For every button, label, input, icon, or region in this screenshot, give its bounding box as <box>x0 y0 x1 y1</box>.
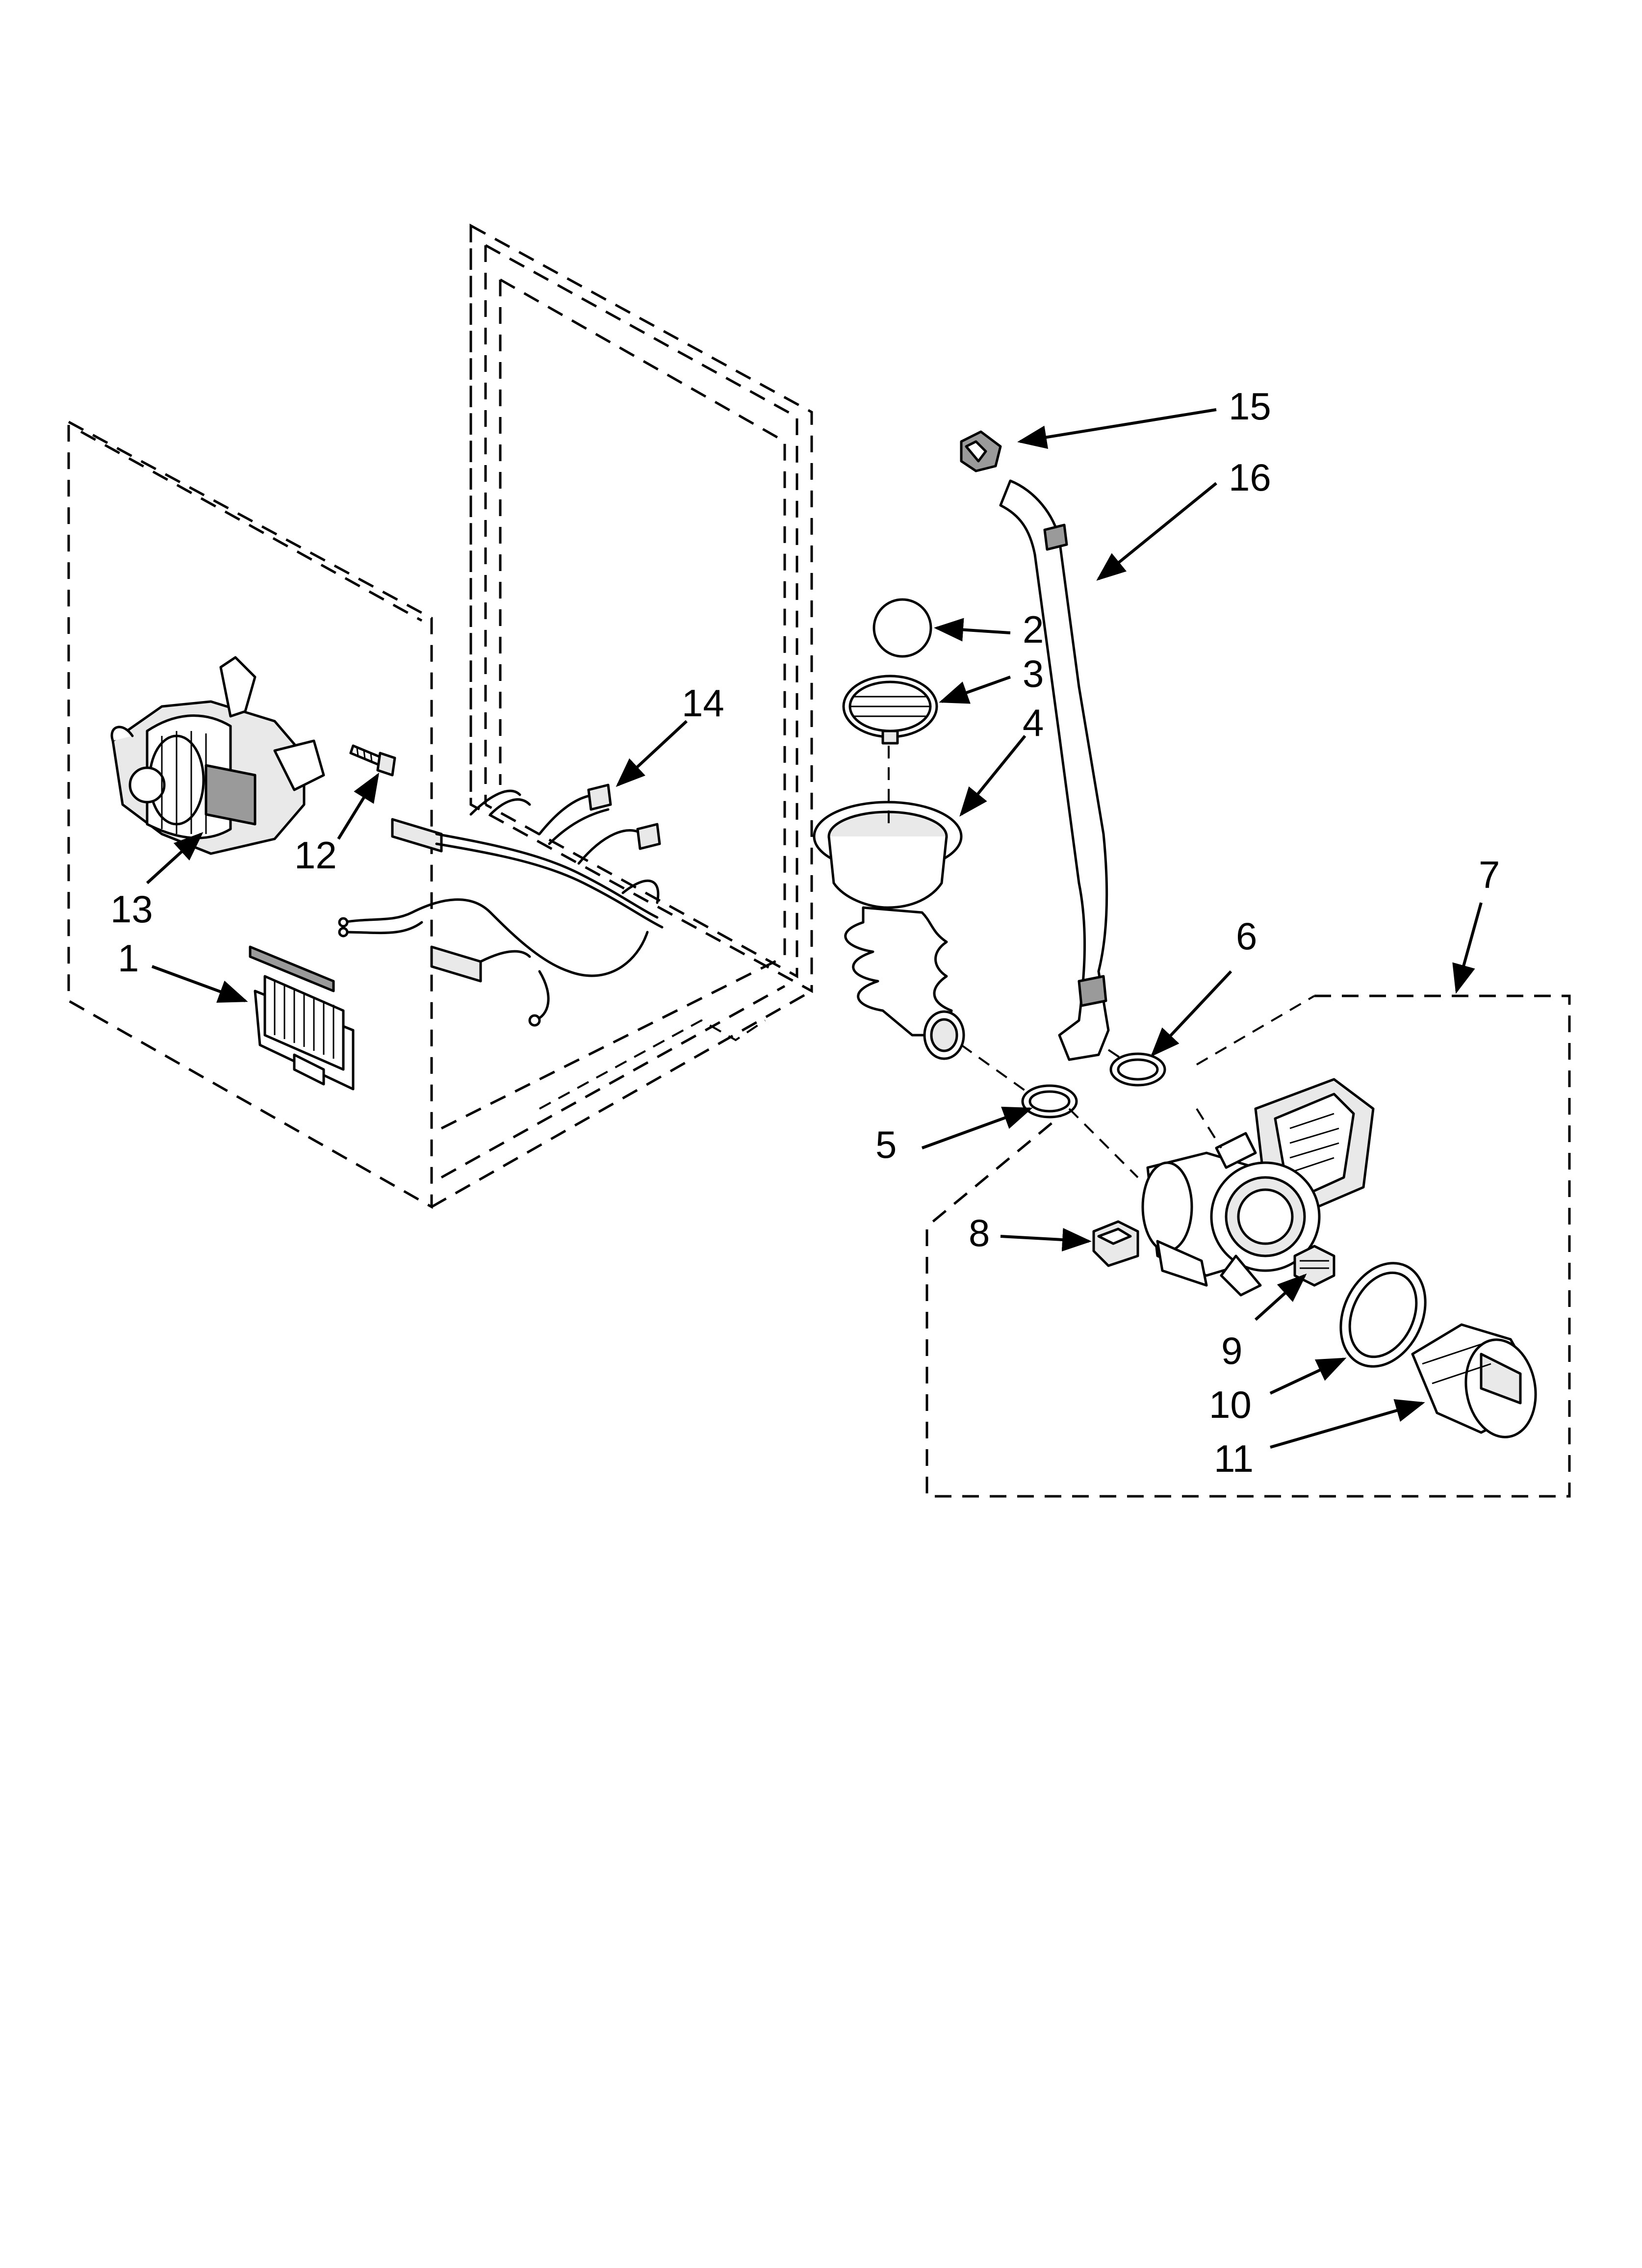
callout-labels: 15 16 2 3 4 14 12 13 1 7 6 5 8 9 10 11 <box>110 385 1500 1480</box>
label-3: 3 <box>1023 652 1044 695</box>
clamp-6-part <box>1107 1049 1166 1087</box>
gasket-part <box>1339 1262 1427 1368</box>
bolt-part <box>349 744 396 777</box>
label-13: 13 <box>110 887 153 931</box>
cabinet-outline <box>67 223 813 1209</box>
label-10: 10 <box>1209 1383 1252 1426</box>
label-1: 1 <box>118 937 139 980</box>
label-8: 8 <box>969 1211 990 1254</box>
label-4: 4 <box>1023 701 1044 744</box>
pump-assembly-group <box>925 994 1571 1498</box>
wire-harness-part <box>338 783 664 1027</box>
control-board-part <box>249 945 355 1091</box>
label-2: 2 <box>1023 608 1044 651</box>
label-15: 15 <box>1229 385 1271 428</box>
filter-part <box>1411 1323 1537 1438</box>
label-7: 7 <box>1479 853 1500 896</box>
cap-part <box>872 598 932 658</box>
hose-clip-part <box>960 430 1002 472</box>
label-16: 16 <box>1229 456 1271 499</box>
label-11: 11 <box>1214 1437 1254 1480</box>
drain-hose-part <box>999 479 1110 1061</box>
clamp-part <box>842 675 938 745</box>
label-9: 9 <box>1221 1329 1242 1372</box>
sump-hose-part <box>813 746 965 1060</box>
pump-part <box>1141 1078 1375 1297</box>
label-12: 12 <box>294 834 337 877</box>
label-5: 5 <box>875 1123 897 1166</box>
callout-arrows <box>146 408 1483 1449</box>
label-14: 14 <box>682 681 724 725</box>
motor-part <box>110 656 325 855</box>
clip-8-part <box>1092 1220 1139 1267</box>
clamp-5-part <box>960 1044 1139 1178</box>
label-6: 6 <box>1236 914 1257 958</box>
